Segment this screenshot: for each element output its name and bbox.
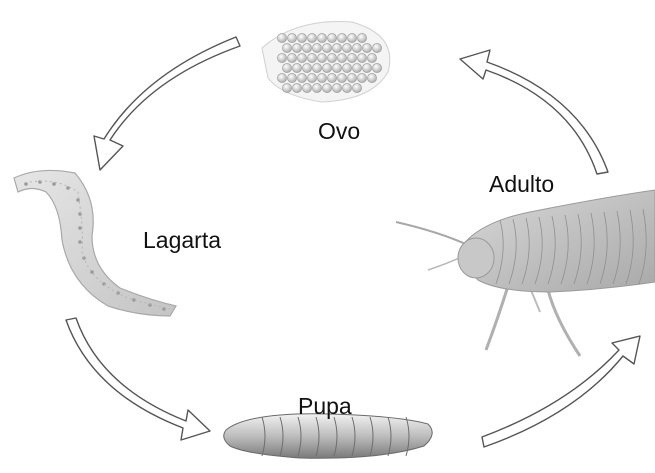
egg-dot — [292, 43, 301, 52]
egg-dot — [322, 63, 331, 72]
egg-dot — [327, 53, 336, 62]
egg-dot — [342, 43, 351, 52]
egg-dot — [282, 83, 291, 92]
egg-dot — [277, 33, 286, 42]
egg-dot — [362, 43, 371, 52]
egg-dot — [332, 63, 341, 72]
egg-dot — [362, 63, 371, 72]
egg-dot — [277, 53, 286, 62]
egg-dot — [332, 83, 341, 92]
arrow-adult-to-egg — [460, 50, 608, 174]
egg-dot — [337, 53, 346, 62]
egg-dot — [307, 73, 316, 82]
egg-dot — [317, 53, 326, 62]
egg-dot — [292, 63, 301, 72]
egg-dot — [372, 43, 381, 52]
egg-dot — [287, 33, 296, 42]
egg-dot — [297, 33, 306, 42]
egg-dot — [352, 43, 361, 52]
stage-label-egg: Ovo — [318, 118, 360, 145]
egg-dot — [357, 33, 366, 42]
egg-dot — [367, 73, 376, 82]
egg-dot — [307, 53, 316, 62]
arrow-egg-to-larva — [94, 37, 240, 170]
egg-dot — [307, 33, 316, 42]
egg-dot — [322, 83, 331, 92]
arrow-pupa-to-adult — [482, 336, 640, 447]
egg-dot — [372, 63, 381, 72]
egg-dot — [327, 33, 336, 42]
egg-dot — [302, 63, 311, 72]
stage-label-adult: Adulto — [489, 171, 554, 198]
egg-dot — [302, 83, 311, 92]
egg-cluster-illustration — [262, 22, 390, 102]
egg-dot — [312, 83, 321, 92]
egg-dot — [277, 73, 286, 82]
egg-dot — [342, 63, 351, 72]
stage-label-pupa: Pupa — [298, 393, 352, 420]
egg-dot — [297, 73, 306, 82]
egg-dot — [292, 83, 301, 92]
egg-dot — [302, 43, 311, 52]
egg-dot — [297, 53, 306, 62]
egg-dot — [337, 33, 346, 42]
egg-dot — [352, 83, 361, 92]
egg-dot — [312, 43, 321, 52]
egg-dot — [347, 73, 356, 82]
egg-dot — [367, 53, 376, 62]
adult-moth-illustration — [396, 190, 655, 356]
egg-dot — [342, 83, 351, 92]
pupa-illustration — [224, 414, 432, 458]
egg-dot — [337, 73, 346, 82]
egg-dot — [357, 73, 366, 82]
egg-dot — [312, 63, 321, 72]
egg-dot — [317, 33, 326, 42]
egg-dot — [347, 53, 356, 62]
egg-dot — [317, 73, 326, 82]
egg-dot — [282, 63, 291, 72]
egg-dot — [282, 43, 291, 52]
egg-dot — [357, 53, 366, 62]
egg-dot — [347, 33, 356, 42]
egg-dot — [332, 43, 341, 52]
stage-label-larva: Lagarta — [143, 227, 221, 254]
egg-dot — [327, 73, 336, 82]
egg-dot — [322, 43, 331, 52]
arrow-larva-to-pupa — [66, 318, 210, 440]
egg-dot — [287, 73, 296, 82]
egg-dot — [352, 63, 361, 72]
egg-dot — [287, 53, 296, 62]
